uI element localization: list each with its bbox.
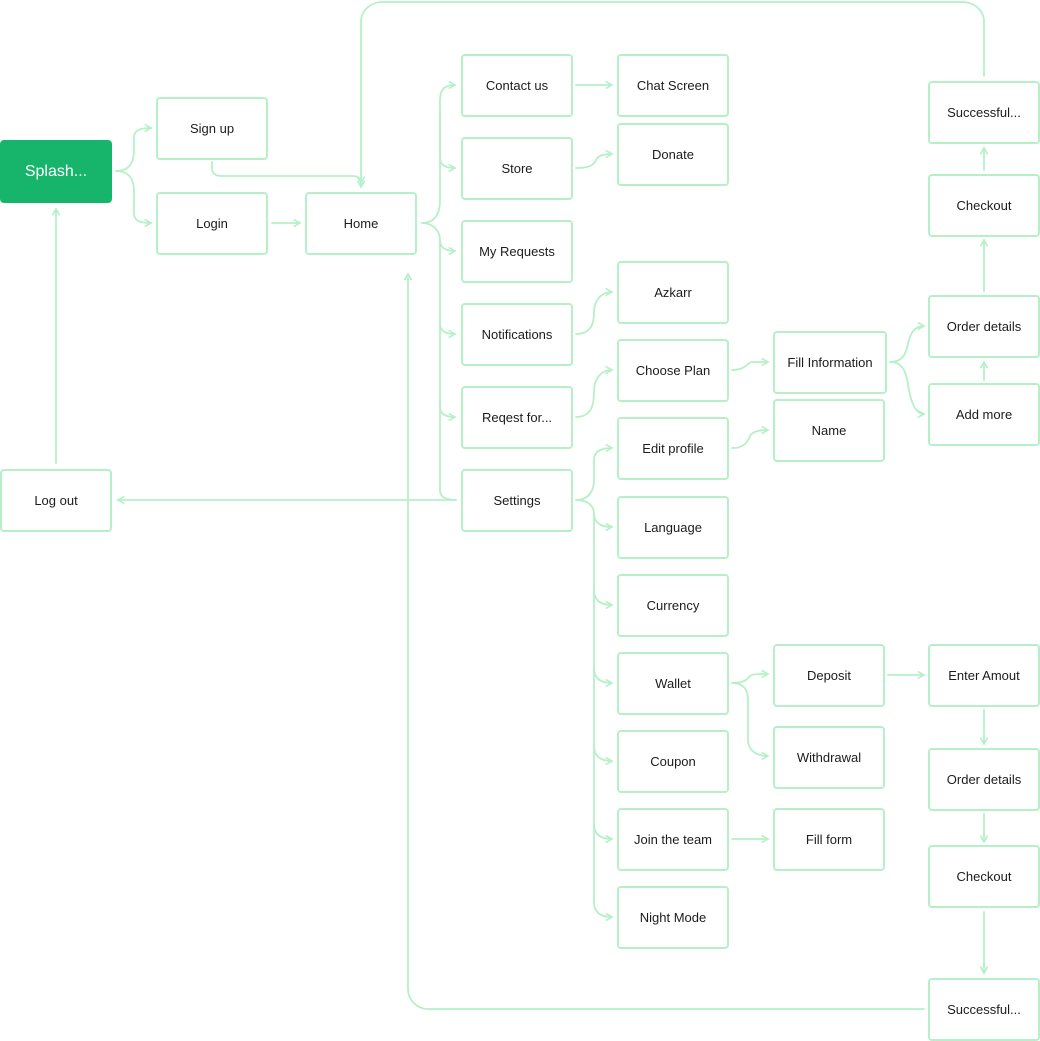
my-requests-node[interactable]: My Requests <box>461 220 573 283</box>
withdrawal-node[interactable]: Withdrawal <box>773 726 885 789</box>
edge-editprofile-name <box>731 425 770 449</box>
reqest-for-node[interactable]: Reqest for... <box>461 386 573 449</box>
choose-plan-node[interactable]: Choose Plan <box>617 339 729 402</box>
edge-settings-wallet <box>593 667 614 688</box>
order-details-top-node[interactable]: Order details <box>928 295 1040 358</box>
edge-fillinfo-addmore <box>889 361 926 419</box>
edge-wallet-withdrawal <box>731 682 770 761</box>
edge-settings-coupon <box>593 745 614 766</box>
edge-success-top-home <box>356 1 985 189</box>
edge-success-bottom-home <box>403 272 925 1010</box>
edge-splash-signup <box>115 123 153 172</box>
edge-signup-home <box>211 161 366 185</box>
donate-node[interactable]: Donate <box>617 123 729 186</box>
coupon-node[interactable]: Coupon <box>617 730 729 793</box>
successful-top-node[interactable]: Successful... <box>928 81 1040 144</box>
splash-node[interactable]: Splash... <box>0 140 112 203</box>
notifications-node[interactable]: Notifications <box>461 303 573 366</box>
edge-home-notifications <box>439 239 457 339</box>
wallet-node[interactable]: Wallet <box>617 652 729 715</box>
edge-store-donate <box>575 149 614 169</box>
edge-home-store <box>439 109 457 173</box>
name-node[interactable]: Name <box>773 399 885 462</box>
currency-node[interactable]: Currency <box>617 574 729 637</box>
edge-plan-fillinfo <box>731 357 770 371</box>
join-the-team-node[interactable]: Join the team <box>617 808 729 871</box>
edge-fillinfo-orderdetails <box>889 321 926 363</box>
azkarr-node[interactable]: Azkarr <box>617 261 729 324</box>
chat-screen-node[interactable]: Chat Screen <box>617 54 729 117</box>
fill-information-node[interactable]: Fill Information <box>773 331 887 394</box>
successful-bottom-node[interactable]: Successful... <box>928 978 1040 1041</box>
edge-reqest-plan <box>575 365 614 418</box>
checkout-bottom-node[interactable]: Checkout <box>928 845 1040 908</box>
edge-settings-editprofile <box>575 443 614 501</box>
edge-settings-join <box>593 823 614 844</box>
store-node[interactable]: Store <box>461 137 573 200</box>
language-node[interactable]: Language <box>617 496 729 559</box>
edit-profile-node[interactable]: Edit profile <box>617 417 729 480</box>
edge-settings-currency <box>593 589 614 610</box>
login-node[interactable]: Login <box>156 192 268 255</box>
night-mode-node[interactable]: Night Mode <box>617 886 729 949</box>
edge-settings-night <box>593 901 614 922</box>
contact-us-node[interactable]: Contact us <box>461 54 573 117</box>
settings-node[interactable]: Settings <box>461 469 573 532</box>
edge-splash-login <box>115 170 153 228</box>
enter-amount-node[interactable]: Enter Amout <box>928 644 1040 707</box>
signup-node[interactable]: Sign up <box>156 97 268 160</box>
edge-home-contact <box>421 80 457 224</box>
edge-home-settings-trunk <box>439 399 457 501</box>
edge-home-requests <box>421 222 457 256</box>
checkout-top-node[interactable]: Checkout <box>928 174 1040 237</box>
deposit-node[interactable]: Deposit <box>773 644 885 707</box>
logout-node[interactable]: Log out <box>0 469 112 532</box>
edge-notifications-azkarr <box>575 287 614 335</box>
order-details-bottom-node[interactable]: Order details <box>928 748 1040 811</box>
fill-form-node[interactable]: Fill form <box>773 808 885 871</box>
edge-wallet-deposit <box>731 669 770 684</box>
home-node[interactable]: Home <box>305 192 417 255</box>
add-more-node[interactable]: Add more <box>928 383 1040 446</box>
